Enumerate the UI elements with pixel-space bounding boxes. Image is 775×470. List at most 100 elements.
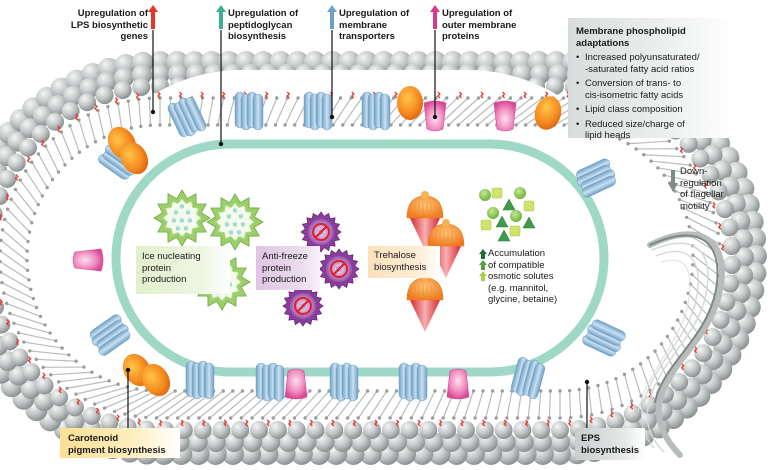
lipid-head — [51, 137, 55, 141]
lipid-head — [665, 334, 670, 339]
lipid-head — [96, 108, 100, 113]
lipid-tail — [4, 219, 29, 242]
lps-bead — [438, 421, 457, 439]
lipid-head — [498, 96, 502, 100]
lipid-tail — [78, 119, 88, 147]
lipid-tail — [117, 103, 123, 131]
lipid-head — [605, 380, 609, 385]
lipid-head — [568, 415, 573, 420]
lps-bead — [35, 376, 54, 395]
lps-chain — [94, 104, 98, 112]
lipid-head — [3, 217, 7, 222]
lipid-head — [433, 389, 437, 393]
transporter-helix — [416, 364, 428, 402]
lipid-head — [688, 282, 693, 286]
lipid-head — [494, 416, 498, 420]
lipid-tail — [97, 110, 105, 138]
snowflake-icon: ❄ — [238, 213, 244, 221]
lipid-head — [231, 389, 235, 393]
lps-chain — [135, 92, 140, 100]
lipid-head — [239, 416, 244, 420]
lipid-head — [13, 187, 18, 192]
lipid-head — [324, 416, 329, 420]
lps-chain — [480, 91, 484, 99]
lipid-tail — [548, 390, 551, 419]
lps-chain — [15, 338, 20, 346]
prohibition-icon — [312, 223, 330, 241]
transporter-helix — [347, 364, 359, 402]
snowflake-icon: ❄ — [227, 281, 233, 289]
snowflake-icon: ❄ — [240, 221, 246, 229]
lipid-head — [36, 202, 40, 207]
lipid-head — [260, 416, 265, 420]
lipid-head — [296, 96, 300, 100]
lps-chain — [40, 139, 45, 147]
membrane-transporter — [255, 362, 285, 402]
snowflake-icon: ❄ — [179, 217, 185, 225]
trehalose-molecules — [406, 191, 465, 332]
adaptation-item: Increased polyunsaturated/ -saturated fa… — [576, 52, 728, 75]
lipid-tail — [467, 97, 501, 126]
lps-chain — [692, 163, 697, 171]
lipid-head — [622, 372, 627, 377]
lipid-head — [282, 416, 286, 420]
lipid-tail — [14, 189, 36, 214]
osmolyte-triangle — [495, 215, 509, 228]
lps-bead — [82, 406, 101, 425]
lps-chain — [0, 298, 3, 306]
lps-bead — [0, 299, 5, 315]
lipid-head — [98, 375, 103, 379]
lipid-head — [704, 191, 708, 195]
lps-chain — [76, 398, 81, 406]
carotenoid-pigment — [397, 86, 423, 120]
outer-membrane-protein — [72, 248, 104, 272]
anti-freeze-box: Anti-freeze protein production — [256, 246, 320, 290]
antifreeze-box-line: production — [262, 274, 307, 285]
lps-label: Upregulation of LPS biosynthetic genes — [62, 8, 148, 43]
lipid-tail — [226, 97, 235, 126]
lps-bead — [682, 359, 701, 378]
lipid-head — [442, 389, 447, 393]
lipid-head — [183, 389, 187, 393]
ice-nucleating-proteins: ❄❄❄❄❄❄❄❄❄❄❄❄❄❄❄❄❄❄❄❄❄❄❄❄ — [153, 189, 264, 311]
lipid-tail — [347, 390, 369, 419]
lipid-head — [283, 123, 287, 127]
lipid-tail — [615, 378, 623, 406]
lipid-tail — [651, 160, 691, 166]
lipid-head — [24, 169, 28, 173]
lps-chain — [567, 419, 572, 427]
lipid-head — [56, 380, 61, 384]
osmolyte-label: Accumulation of compatible osmotic solut… — [488, 248, 557, 306]
lipid-tail — [506, 390, 513, 419]
lipid-tail — [657, 167, 697, 175]
transporter-helix — [252, 93, 264, 131]
lps-bead — [132, 78, 151, 97]
lipid-head — [694, 172, 698, 176]
lipid-head — [716, 231, 720, 236]
lipid-head — [229, 416, 233, 420]
transporter-helix — [184, 97, 207, 132]
lps-chain — [286, 91, 291, 99]
lipid-head — [673, 189, 677, 193]
lps-chain — [5, 193, 10, 201]
lipid-tail — [679, 199, 714, 214]
membrane-transporter — [361, 91, 391, 131]
lipid-head — [399, 416, 403, 420]
lipid-head — [93, 139, 98, 144]
omp-barrel — [284, 368, 308, 400]
lipid-head — [68, 124, 72, 128]
lipid-tail — [145, 390, 186, 418]
lipid-head — [596, 383, 600, 388]
lipid-head — [430, 416, 435, 420]
lipid-head — [129, 126, 134, 130]
lipid-head — [31, 296, 36, 301]
transporter-helix — [273, 364, 285, 402]
lps-bead — [100, 413, 119, 432]
lps-bead — [344, 421, 363, 439]
anti-freeze-proteins: ❄❄❄ — [282, 211, 360, 327]
omp-label-line: outer membrane — [442, 19, 517, 31]
lipid-head — [186, 416, 191, 420]
lipid-tail — [13, 322, 51, 334]
lipid-head — [688, 163, 692, 167]
lipid-head — [82, 365, 86, 369]
